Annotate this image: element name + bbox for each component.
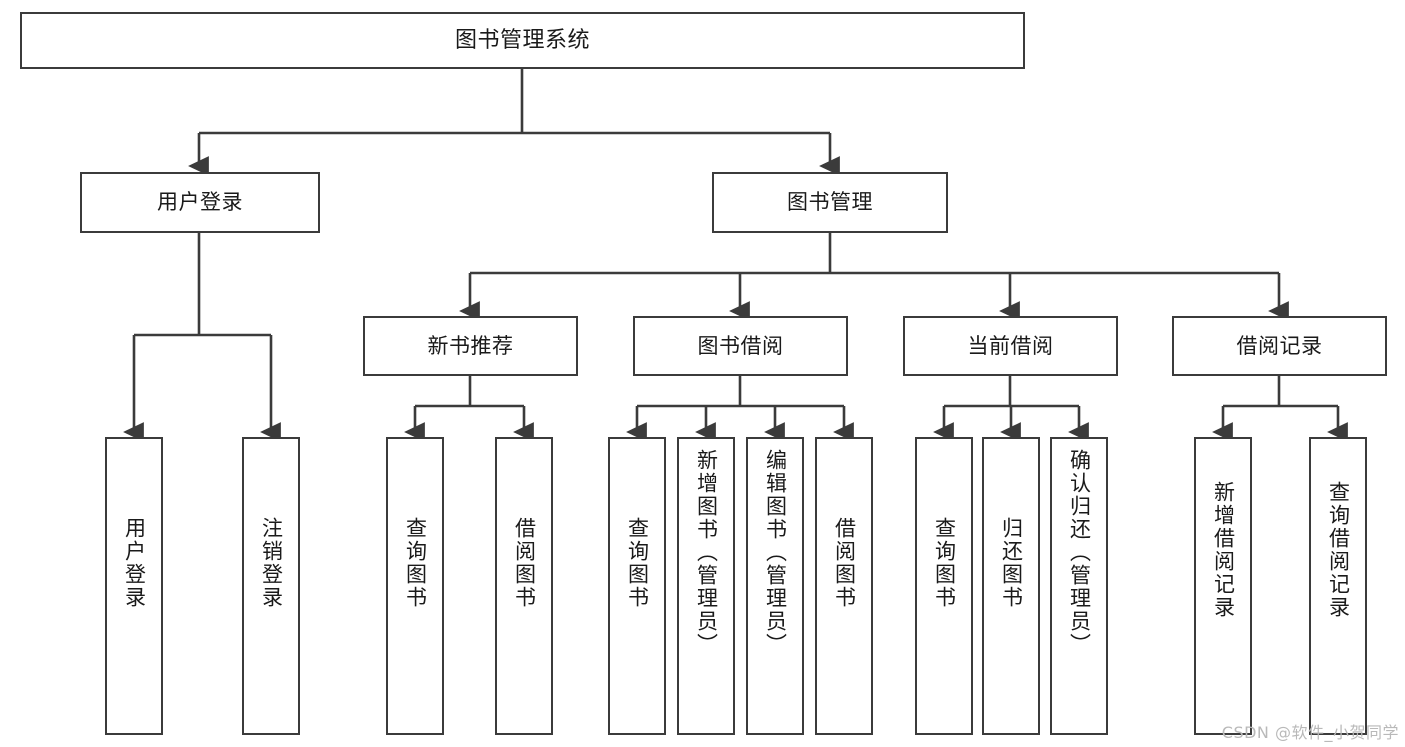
node-leaf-query-book-recommend[interactable]: 查询图书 [386,437,444,735]
node-leaf-logout-login[interactable]: 注销登录 [242,437,300,735]
node-label: 新书推荐 [427,333,514,358]
node-current-borrow[interactable]: 当前借阅 [903,316,1118,376]
node-label: 查询图书 [625,517,650,609]
node-label: 借阅图书 [512,517,537,609]
node-label: 查询图书 [932,517,957,609]
node-label: 注销登录 [259,517,284,609]
node-leaf-add-book-admin[interactable]: 新增图书（管理员） [677,437,735,735]
node-label: 确认归还（管理员） [1067,449,1092,656]
node-label: 用户登录 [122,517,147,609]
node-leaf-confirm-return-admin[interactable]: 确认归还（管理员） [1050,437,1108,735]
node-borrow-record[interactable]: 借阅记录 [1172,316,1387,376]
node-leaf-edit-book-admin[interactable]: 编辑图书（管理员） [746,437,804,735]
node-leaf-return-book[interactable]: 归还图书 [982,437,1040,735]
node-label: 借阅记录 [1236,333,1323,358]
node-user-login[interactable]: 用户登录 [80,172,320,233]
node-label: 新增借阅记录 [1211,481,1236,619]
node-label: 查询借阅记录 [1326,481,1351,619]
node-book-manage[interactable]: 图书管理 [712,172,948,233]
node-label: 图书管理 [787,190,873,215]
node-leaf-query-borrow-record[interactable]: 查询借阅记录 [1309,437,1367,735]
node-label: 当前借阅 [967,333,1054,358]
node-book-borrow[interactable]: 图书借阅 [633,316,848,376]
node-leaf-user-login[interactable]: 用户登录 [105,437,163,735]
node-leaf-borrow-book[interactable]: 借阅图书 [815,437,873,735]
node-leaf-query-book-current[interactable]: 查询图书 [915,437,973,735]
node-label: 查询图书 [403,517,428,609]
node-label: 新增图书（管理员） [694,449,719,656]
node-label: 归还图书 [999,517,1024,609]
node-leaf-borrow-book-recommend[interactable]: 借阅图书 [495,437,553,735]
node-root-book-management-system[interactable]: 图书管理系统 [20,12,1025,69]
node-label: 编辑图书（管理员） [763,449,788,656]
watermark-text: CSDN @软件_小贺同学 [1221,723,1399,742]
node-label: 图书借阅 [697,333,784,358]
node-label: 借阅图书 [832,517,857,609]
node-leaf-add-borrow-record[interactable]: 新增借阅记录 [1194,437,1252,735]
node-label: 用户登录 [157,190,243,215]
node-label: 图书管理系统 [454,27,590,53]
node-leaf-query-book-borrow[interactable]: 查询图书 [608,437,666,735]
node-new-book-recommend[interactable]: 新书推荐 [363,316,578,376]
